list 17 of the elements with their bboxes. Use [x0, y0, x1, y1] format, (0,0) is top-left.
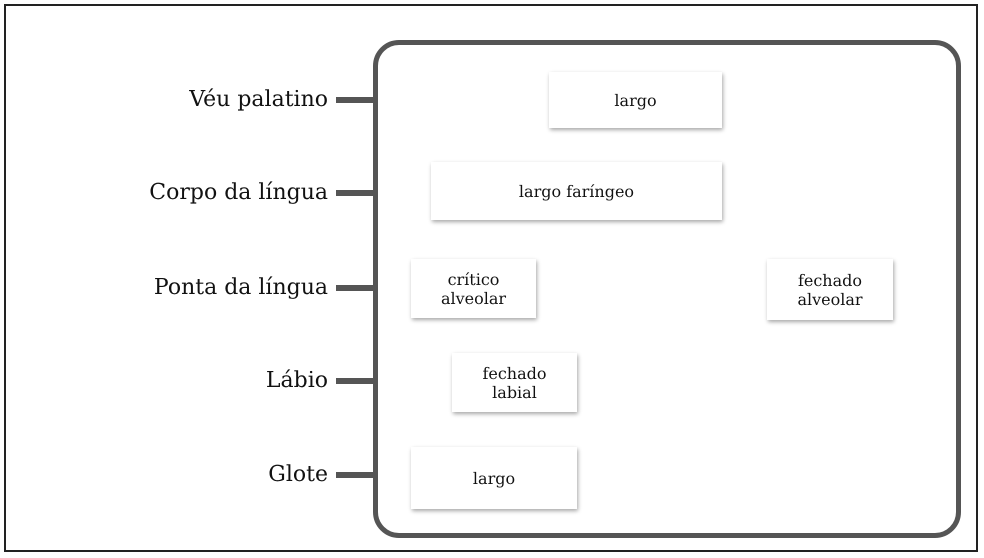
- tier-label: Lábio: [100, 367, 328, 395]
- gesture-box: crítico alveolar: [411, 259, 536, 318]
- tier-label: Ponta da língua: [60, 274, 328, 302]
- tier-label: Véu palatino: [100, 86, 328, 114]
- tier-label: Corpo da língua: [60, 179, 328, 207]
- gesture-box: largo faríngeo: [431, 162, 722, 220]
- score-frame: [373, 40, 961, 538]
- gesture-box: largo: [411, 447, 577, 509]
- connector-line: [336, 97, 373, 103]
- gesture-box: fechado alveolar: [767, 259, 893, 320]
- gesture-box: fechado labial: [452, 353, 577, 412]
- connector-line: [336, 190, 373, 196]
- tier-label: Glote: [100, 461, 328, 489]
- connector-line: [336, 472, 373, 478]
- gesture-box: largo: [549, 72, 722, 128]
- connector-line: [336, 378, 373, 384]
- connector-line: [336, 285, 373, 291]
